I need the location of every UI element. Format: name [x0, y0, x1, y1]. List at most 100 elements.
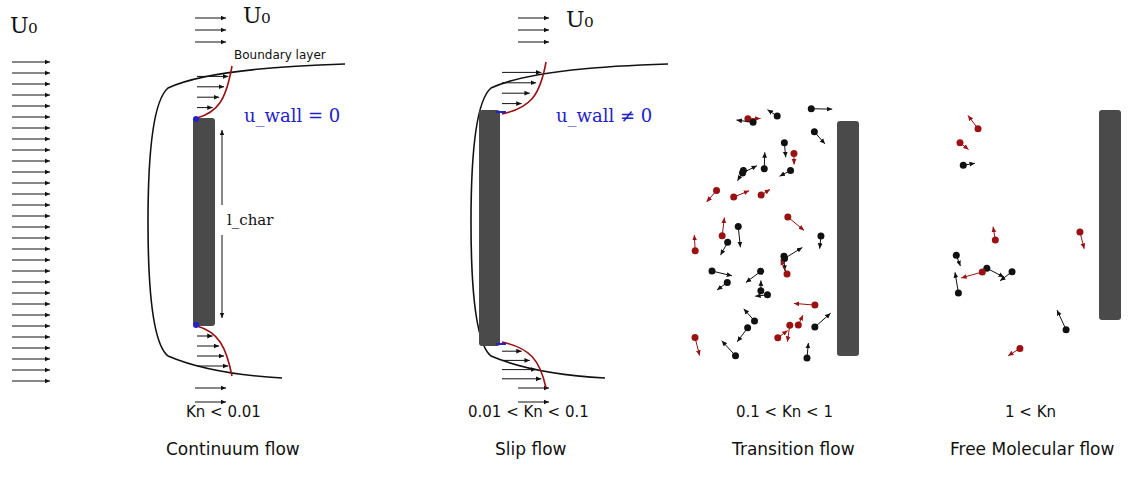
flow-arrow — [197, 336, 213, 337]
flow-arrow — [195, 30, 226, 31]
molecule — [817, 233, 824, 240]
molecule — [708, 268, 715, 275]
flow-arrow — [12, 117, 50, 118]
flow-arrow — [12, 139, 50, 140]
molecule — [979, 268, 986, 275]
flow-arrow — [12, 326, 50, 327]
flow-arrow — [12, 238, 50, 239]
flow-arrow — [197, 86, 224, 87]
flow-arrow — [12, 161, 50, 162]
molecule — [811, 128, 818, 135]
molecule — [735, 223, 742, 230]
molecule — [795, 322, 802, 329]
molecule — [758, 192, 765, 199]
flow-arrow — [12, 370, 50, 371]
molecule — [784, 270, 791, 277]
molecule — [751, 317, 758, 324]
molecule — [774, 334, 781, 341]
flow-arrow — [197, 346, 219, 347]
flow-arrow — [502, 360, 530, 361]
flow-arrow — [12, 315, 50, 316]
flow-arrow — [518, 18, 549, 19]
flow-arrow — [12, 260, 50, 261]
molecule — [1009, 268, 1016, 275]
flow-arrow — [195, 42, 226, 43]
molecule — [1016, 345, 1023, 352]
flow-arrow — [518, 42, 549, 43]
molecule — [1063, 326, 1070, 333]
flow-arrow — [12, 150, 50, 151]
flow-arrow — [518, 388, 549, 389]
molecule — [803, 354, 810, 361]
molecule — [811, 324, 818, 331]
molecule — [724, 239, 731, 246]
molecule — [784, 213, 791, 220]
flow-arrow — [12, 183, 50, 184]
flow-arrow — [12, 381, 50, 382]
flow-arrow — [12, 304, 50, 305]
flow-arrow — [12, 293, 50, 294]
molecule — [757, 287, 764, 294]
flow-arrow — [12, 359, 50, 360]
flow-arrow — [502, 378, 541, 379]
flow-arrow — [12, 106, 50, 107]
flow-arrow — [502, 103, 522, 104]
molecule — [953, 252, 960, 259]
molecule — [955, 289, 962, 296]
molecule — [790, 150, 797, 157]
flow-arrow — [197, 356, 224, 357]
regime-name: Slip flow — [495, 440, 566, 459]
knudsen-range: 0.01 < Kn < 0.1 — [468, 404, 589, 421]
velocity-label: U₀ — [566, 8, 593, 32]
flow-arrow — [518, 30, 549, 31]
regime-name: Free Molecular flow — [950, 440, 1114, 459]
flow-arrow — [12, 84, 50, 85]
knudsen-range: 1 < Kn — [1005, 404, 1056, 421]
flow-arrow — [12, 128, 50, 129]
molecule — [975, 125, 982, 132]
molecule — [730, 194, 737, 201]
molecule — [744, 324, 751, 331]
molecule — [761, 165, 768, 172]
molecule — [787, 167, 794, 174]
molecule — [956, 139, 963, 146]
flow-arrow — [12, 172, 50, 173]
flow-arrow — [195, 402, 226, 403]
flow-arrow — [12, 62, 50, 63]
flow-arrow — [12, 73, 50, 74]
flow-arrow — [12, 216, 50, 217]
flow-arrow — [197, 97, 219, 98]
flow-arrow — [502, 93, 530, 94]
molecule — [764, 291, 771, 298]
flow-arrow — [195, 18, 226, 19]
molecule — [808, 105, 815, 112]
length-label: l_char — [227, 212, 273, 229]
flow-arrow — [12, 337, 50, 338]
flow-arrow — [12, 249, 50, 250]
molecule — [713, 187, 720, 194]
flow-arrow — [12, 282, 50, 283]
flow-arrow — [502, 351, 522, 352]
knudsen-range: 0.1 < Kn < 1 — [736, 404, 833, 421]
molecule — [774, 113, 781, 120]
molecule — [1076, 229, 1083, 236]
flow-arrow — [12, 227, 50, 228]
molecule — [739, 170, 746, 177]
flow-arrow — [502, 72, 541, 73]
flow-arrow — [12, 194, 50, 195]
molecule — [960, 162, 967, 169]
velocity-label: U₀ — [10, 14, 37, 38]
flow-arrow — [12, 95, 50, 96]
velocity-label: U₀ — [243, 4, 270, 28]
regime-name: Transition flow — [732, 440, 855, 459]
knudsen-range: Kn < 0.01 — [186, 404, 261, 421]
molecule — [724, 279, 731, 286]
wall-velocity-label: u_wall = 0 — [244, 106, 340, 126]
boundary-layer-label: Boundary layer — [234, 49, 326, 62]
flow-arrow — [195, 388, 226, 389]
molecule — [719, 232, 726, 239]
molecule — [757, 268, 764, 275]
flow-arrow — [12, 348, 50, 349]
